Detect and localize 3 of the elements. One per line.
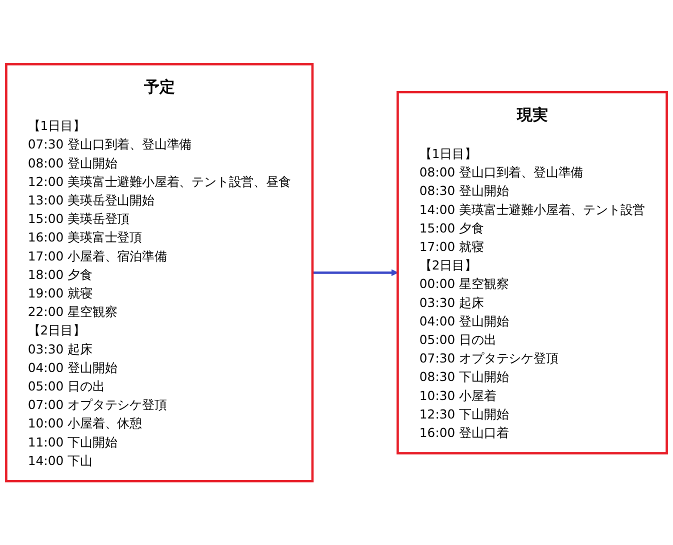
arrow: [312, 269, 398, 276]
node-box: 現実 【1日目】 08:00 登山口到着、登山準備 08:30 登山開始 14:00 美瑛富士避難小屋着、テント設営 15:00 夕食 17:00 就寝 【2日目】 00:00 星空観察 03:30 起床 04:00 登山開始 05:00 日の出 07:30 オプタテシケ登頂 08:30 下山開始 10:30 小屋着 12:30 下山開始 16:00 登山口着: [396, 90, 668, 454]
node-box: 予定 【1日目】 07:30 登山口到着、登山準備 08:00 登山開始 12:00 美瑛富士避難小屋着、テント設営、昼食 13:00 美瑛岳登山開始 15:00 美瑛岳登頂 16:00 美瑛富士登頂 17:00 小屋着、宿泊準備 18:00 夕食 19:00 就寝 22:00 星空観察 【2日目】 03:30 起床 04:00 登山開始 05:00 日の出 07:00 オプタテシケ登頂 10:00 小屋着、休憩 11:00 下山開始 14:00 下山: [5, 62, 314, 482]
